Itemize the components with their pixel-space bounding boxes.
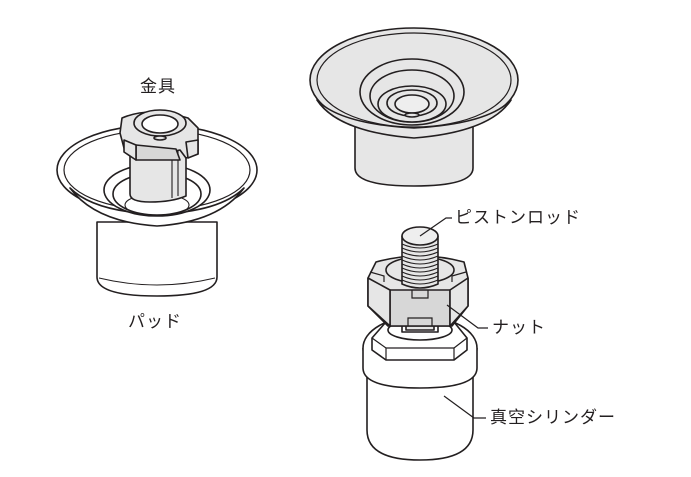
- assembled-pad-illustration: [309, 27, 519, 187]
- piston-rod-leader-line: [419, 217, 452, 237]
- pad-label: パッド: [128, 312, 182, 332]
- nut-leader-line: [446, 304, 488, 329]
- nut-label: ナット: [492, 318, 546, 338]
- vacuum-cylinder-leader-line: [443, 395, 486, 419]
- pad-with-fitting-illustration: [56, 109, 258, 297]
- fitting-label: 金具: [140, 77, 176, 97]
- vacuum-cylinder-label: 真空シリンダー: [490, 408, 616, 428]
- vacuum-cylinder-illustration: [362, 226, 478, 461]
- piston-rod-label: ピストンロッド: [455, 208, 581, 228]
